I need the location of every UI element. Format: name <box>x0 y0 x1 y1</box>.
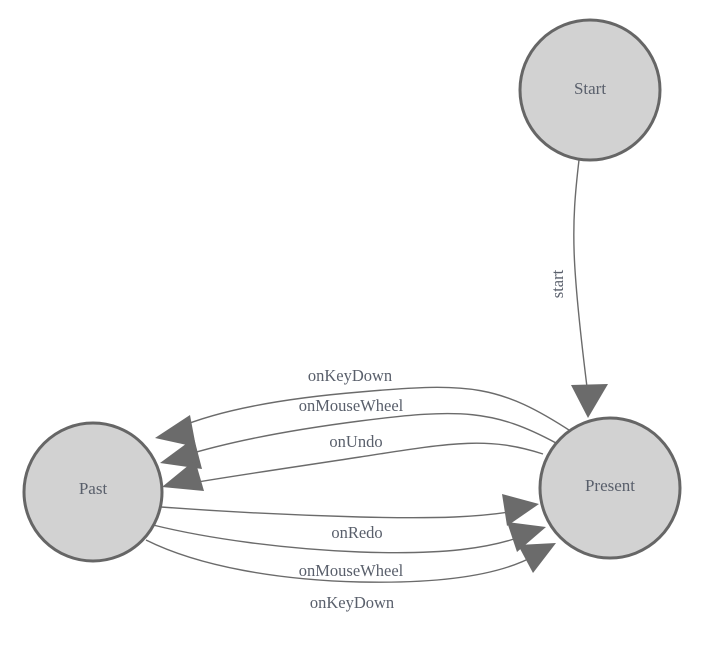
edge-past-to-present-keydown[interactable] <box>145 539 556 583</box>
edge-label-past-to-present-mousewheel: onMouseWheel <box>299 561 404 580</box>
arrowhead-past-to-present-keydown <box>518 543 556 573</box>
node-start[interactable]: Start <box>518 18 662 162</box>
edge-label-present-to-past-mousewheel: onMouseWheel <box>299 396 404 415</box>
edge-present-to-past-keydown[interactable] <box>155 386 573 447</box>
node-present-label: Present <box>585 476 635 495</box>
arrowhead-past-to-present-mousewheel <box>507 522 546 552</box>
node-start-label: Start <box>574 79 606 98</box>
node-present-circle <box>538 416 682 560</box>
edge-present-to-past-undo-path <box>185 442 544 485</box>
edge-past-to-present-keydown-path <box>145 539 535 583</box>
arrowhead-present-to-past-mousewheel <box>160 438 202 469</box>
edge-past-to-present-mousewheel[interactable] <box>152 522 546 554</box>
arrowhead-present-to-past-keydown <box>155 415 196 447</box>
edge-label-present-to-past-undo: onUndo <box>329 432 382 451</box>
edge-group <box>145 159 608 583</box>
edge-present-to-past-undo[interactable] <box>162 442 544 491</box>
arrowhead-past-to-present-redo <box>502 494 539 526</box>
node-past-circle <box>22 421 164 563</box>
edge-label-present-to-past-keydown: onKeyDown <box>308 366 392 385</box>
edge-start-to-present-path <box>573 159 589 396</box>
edge-present-to-past-mousewheel-path <box>182 412 557 457</box>
edge-label-past-to-present-redo: onRedo <box>331 523 382 542</box>
edge-present-to-past-mousewheel[interactable] <box>160 412 557 469</box>
node-present[interactable]: Present <box>538 416 682 560</box>
edge-past-to-present-redo[interactable] <box>160 494 539 526</box>
edge-present-to-past-keydown-path <box>176 386 573 433</box>
node-past-label: Past <box>79 479 108 498</box>
node-group: Start Past Present <box>22 18 682 563</box>
node-past[interactable]: Past <box>22 421 164 563</box>
edge-past-to-present-redo-path <box>160 506 517 519</box>
arrowhead-present-to-past-undo <box>162 460 204 491</box>
node-start-circle <box>518 18 662 162</box>
edge-start-to-present[interactable] <box>571 159 608 418</box>
arrowhead-start-to-present <box>571 384 608 418</box>
edge-label-start: start <box>548 269 567 298</box>
edge-label-past-to-present-keydown: onKeyDown <box>310 593 394 612</box>
edge-label-group: start onKeyDown onMouseWheel onUndo onRe… <box>299 269 567 611</box>
edge-past-to-present-mousewheel-path <box>152 524 524 554</box>
